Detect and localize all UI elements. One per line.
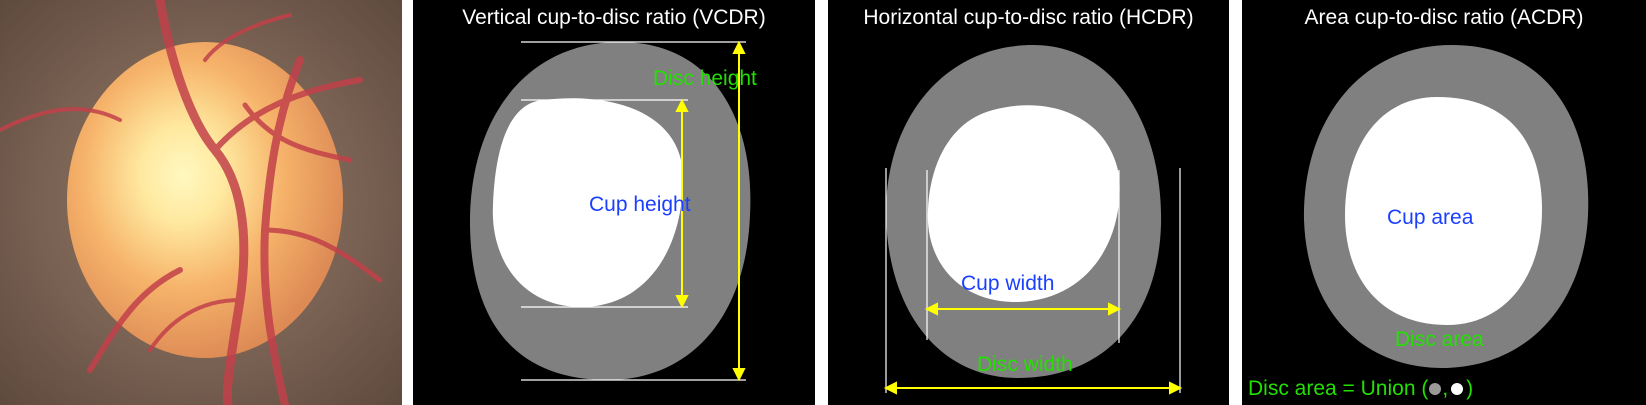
formula-text: Disc area = Union ( [1248,377,1429,400]
acdr-diagram [1303,45,1589,369]
vcdr-diagram [469,40,751,382]
hcdr-title: Horizontal cup-to-disc ratio (HCDR) [863,6,1194,29]
vcdr-panel: Vertical cup-to-disc ratio (VCDR) Disc h… [413,0,815,405]
fundus-image [0,0,402,405]
cup-region [927,105,1120,303]
acdr-panel: Area cup-to-disc ratio (ACDR) Cup area D… [1242,0,1646,405]
hcdr-panel: Horizontal cup-to-disc ratio (HCDR) Cup … [828,0,1229,405]
optic-disc-fundus-photo [0,0,402,405]
disc-area-label: Disc area [1395,328,1484,351]
cup-region [492,98,683,308]
hcdr-diagram [883,45,1183,395]
cup-width-label: Cup width [961,272,1055,295]
cup-height-label: Cup height [589,193,691,216]
disc-area-formula: Disc area = Union (,) [1248,377,1473,401]
acdr-title: Area cup-to-disc ratio (ACDR) [1304,6,1584,29]
disc-height-label: Disc height [653,67,757,90]
formula-sep: , [1442,377,1449,400]
gray-dot-icon [1429,383,1442,396]
disc-width-label: Disc width [977,353,1073,376]
cup-area-label: Cup area [1387,206,1474,229]
formula-end: ) [1466,377,1474,400]
cup-region [1345,97,1542,325]
white-dot-icon [1451,383,1464,396]
vcdr-title: Vertical cup-to-disc ratio (VCDR) [462,6,766,29]
